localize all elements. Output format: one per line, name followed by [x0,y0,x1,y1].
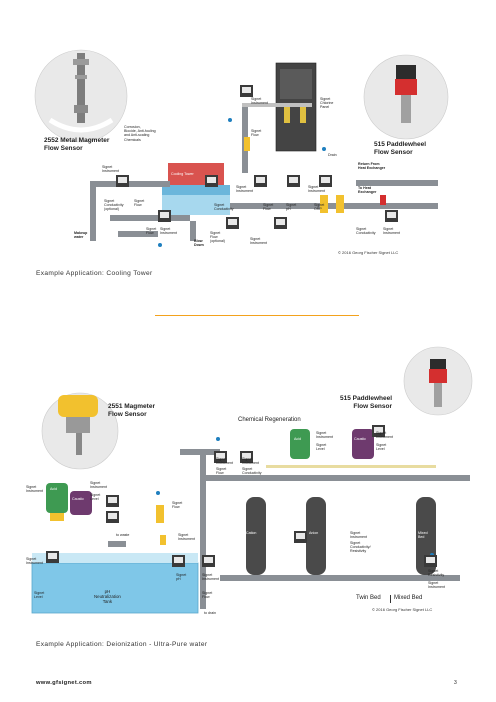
acid-label-right: Acid [294,437,301,441]
caption-deionization: Example Application: Deionization - Ultr… [36,641,208,648]
signet-instrument-bottom-2: Signet Instrument [250,237,267,246]
bed-divider [390,595,391,603]
signet-conductivity-opt: Signet Conductivity (optional) [104,199,124,212]
signet-flow-bottom: Signet Flow [146,227,157,236]
footer-url[interactable]: www.gfsignet.com [36,680,92,686]
copyright-bottom: © 2016 Georg Fischer Signet LLC [372,607,433,612]
drain-label: Drain [328,153,337,157]
blow-down-label: Blow Down [194,239,204,248]
deionization-graphics [31,346,473,614]
makeup-water-label: Makeup water [74,231,88,240]
signet-instrument-right: Signet Instrument [308,185,325,194]
chemical-regeneration: Chemical Regeneration [238,417,301,423]
signet-chlorine-panel: Signet Chlorine Panel [320,97,334,110]
signet-instrument-tank: Signet Instrument [26,557,43,566]
signet-level-acid: Signet Level [316,443,327,452]
signet-cond-res: Signet Conductivity/ Resistivity [350,541,371,554]
paddlewheel-515-title: 515 Paddlewheel Flow Sensor [374,141,427,156]
deionization-diagram: 2551 Magmeter Flow Sensor 515 Paddlewhee… [26,345,473,625]
magmeter-2551-title: 2551 Magmeter Flow Sensor [108,403,155,418]
corrosion-label: Corrosion, Biocide, Anti-fouling and Ant… [124,125,156,142]
signet-level-left: Signet Level [90,493,101,502]
acid-label-left: Acid [50,487,57,491]
signet-instrument-left: Signet Instrument [102,165,119,174]
mixed-bed-vessel-label: Mixed Bed [418,531,428,540]
signet-conductivity-right: Signet Conductivity [356,227,376,236]
signet-instrument-bottom-mid: Signet Instrument [202,573,219,582]
signet-instrument-cond-top: Signet Instrument [242,457,259,466]
signet-instrument-flow-top: Signet Instrument [216,457,233,466]
page-number: 3 [454,680,457,686]
signet-instrument-mixed: Signet Instrument [428,581,445,590]
to-heat-label: To Heat Exchanger [358,186,377,195]
cooling-tower-label: Cooling Tower [171,172,194,176]
mixed-bed-label: Mixed Bed [394,595,423,601]
signet-instrument-mid-left: Signet Instrument [178,533,195,542]
signet-flow-left: Signet Flow [134,199,145,208]
to-drain-label: to drain [204,611,216,615]
signet-flow-mid: Signet Flow [263,203,274,212]
cation-label: Cation [246,531,257,535]
twin-bed-label: Twin Bed [356,595,381,601]
signet-instrument-anion: Signet Instrument [350,531,367,540]
signet-instrument-left-top: Signet Instrument [26,485,43,494]
cooling-tower-diagram: 2552 Metal Magmeter Flow Sensor 515 Padd… [30,45,470,265]
signet-level-caustic: Signet Level [376,443,387,452]
signet-instrument-acid: Signet Instrument [316,431,333,440]
signet-instrument-far-right: Signet Instrument [383,227,400,236]
caption-cooling-tower: Example Application: Cooling Tower [36,270,153,277]
signet-flow-opt: Signet Flow (optional) [210,231,225,244]
paddlewheel-515-bottom-title: 515 Paddlewheel Flow Sensor [340,395,393,410]
signet-flow-bottom: Signet Flow [202,591,213,600]
cooling-tower-graphics [34,49,449,247]
signet-instrument-caustic-left: Signet Instrument [90,481,107,490]
signet-level-tank: Signet Level [34,591,45,600]
copyright-top: © 2016 Georg Fischer Signet LLC [338,250,399,255]
signet-instrument-top: Signet Instrument [251,97,268,106]
return-from-label: Return From Heat Exchanger [358,162,386,171]
tank-label: pH Neutralization Tank [94,589,121,604]
caustic-label-left: Caustic [72,497,84,501]
to-waste-label: to waste [116,533,130,537]
caustic-label-right: Caustic [354,437,366,441]
signet-conductivity-mid: Signet Conductivity [214,203,234,212]
signet-instrument-mid: Signet Instrument [236,185,253,194]
signet-ph: Signet pH [286,203,297,212]
signet-flow-top: Signet Flow [251,129,262,138]
signet-orp: Signet ORP [314,203,325,212]
signet-conductivity-top: Signet Conductivity [242,467,262,476]
orange-divider [155,315,359,316]
signet-instrument-caustic: Signet Instrument [376,431,393,440]
signet-instrument-bottom: Signet Instrument [160,227,177,236]
anion-label: Anion [309,531,319,535]
magmeter-2552-title: 2552 Metal Magmeter Flow Sensor [44,137,110,152]
signet-resistivity: Signet Resistivity [428,569,445,578]
signet-ph-bottom: Signet pH [176,573,187,582]
signet-flow-top: Signet Flow [216,467,227,476]
signet-flow-left: Signet Flow [172,501,183,510]
